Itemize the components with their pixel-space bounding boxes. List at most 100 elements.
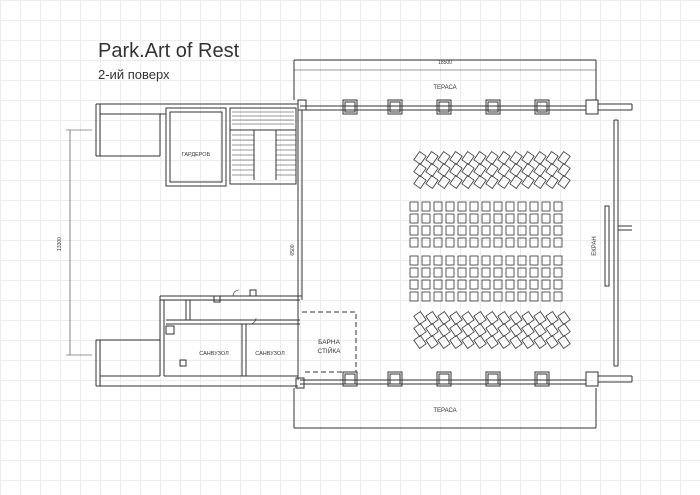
- chair: [521, 151, 535, 165]
- chair: [445, 201, 455, 212]
- chair: [413, 311, 427, 325]
- chair: [497, 311, 511, 325]
- chair: [421, 213, 431, 224]
- chair: [529, 237, 539, 248]
- chair: [529, 267, 539, 278]
- chair: [517, 279, 527, 290]
- projection-screen: [604, 205, 632, 287]
- hall-right-wall: [613, 119, 619, 367]
- hall-bottom-wall: [300, 371, 633, 387]
- chair: [421, 201, 431, 212]
- chair: [493, 237, 503, 248]
- chair: [493, 225, 503, 236]
- chair: [505, 279, 515, 290]
- chair: [521, 175, 535, 189]
- chair: [469, 213, 479, 224]
- chair: [461, 323, 475, 337]
- chair: [493, 255, 503, 266]
- bar-label-line2: СТІЙКА: [317, 346, 341, 355]
- chair: [485, 151, 499, 165]
- chair: [437, 335, 451, 349]
- chair: [425, 163, 439, 177]
- chair: [533, 175, 547, 189]
- dimension-middle: 6500: [290, 244, 296, 255]
- chair: [409, 237, 419, 248]
- chair: [421, 267, 431, 278]
- hall-top-wall: [300, 99, 633, 115]
- chair: [517, 225, 527, 236]
- chair: [541, 279, 551, 290]
- chair: [409, 255, 419, 266]
- chair: [545, 323, 559, 337]
- chair: [517, 201, 527, 212]
- chair: [481, 279, 491, 290]
- chair: [449, 151, 463, 165]
- terrace-top: [293, 59, 597, 100]
- chair: [457, 291, 467, 302]
- chair: [521, 335, 535, 349]
- chair: [445, 237, 455, 248]
- restroom-block: [159, 289, 302, 377]
- chair: [481, 237, 491, 248]
- chair: [505, 267, 515, 278]
- chair: [493, 291, 503, 302]
- chair: [413, 163, 427, 177]
- chair: [509, 163, 523, 177]
- chair: [433, 267, 443, 278]
- chair: [473, 311, 487, 325]
- terrace-top-label: ТЕРАСА: [433, 85, 456, 91]
- chair: [505, 237, 515, 248]
- chair: [425, 335, 439, 349]
- chair: [481, 213, 491, 224]
- seating-angled: [413, 151, 571, 349]
- chair: [553, 237, 563, 248]
- chair: [437, 175, 451, 189]
- chair: [541, 225, 551, 236]
- chair: [457, 201, 467, 212]
- chair: [445, 291, 455, 302]
- chair: [497, 335, 511, 349]
- chair: [445, 213, 455, 224]
- chair: [553, 255, 563, 266]
- chair: [413, 175, 427, 189]
- chair: [449, 311, 463, 325]
- chair: [433, 237, 443, 248]
- chair: [497, 175, 511, 189]
- terrace-bottom: [293, 388, 597, 429]
- chair: [425, 175, 439, 189]
- bar-counter: [302, 311, 357, 373]
- chair: [421, 291, 431, 302]
- chair: [409, 213, 419, 224]
- chair: [461, 175, 475, 189]
- chair: [545, 175, 559, 189]
- chair: [533, 323, 547, 337]
- bar-label-line1: БАРНА: [318, 339, 340, 346]
- chair: [445, 255, 455, 266]
- chair: [433, 255, 443, 266]
- chair: [413, 151, 427, 165]
- chair: [545, 151, 559, 165]
- left-block-walls: [66, 99, 307, 389]
- screen-label: ЕКРАН: [592, 236, 598, 255]
- chair: [449, 323, 463, 337]
- chair: [433, 225, 443, 236]
- chair: [469, 201, 479, 212]
- chair: [529, 279, 539, 290]
- chair: [437, 151, 451, 165]
- chair: [473, 163, 487, 177]
- chair: [437, 311, 451, 325]
- chair: [493, 279, 503, 290]
- plan-title: Park.Art of Rest: [98, 40, 240, 62]
- chair: [457, 279, 467, 290]
- chair: [517, 255, 527, 266]
- chair: [521, 163, 535, 177]
- chair: [449, 163, 463, 177]
- chair: [545, 163, 559, 177]
- chair: [409, 279, 419, 290]
- chair: [409, 267, 419, 278]
- chair: [481, 201, 491, 212]
- chair: [509, 335, 523, 349]
- chair: [517, 267, 527, 278]
- chair: [509, 311, 523, 325]
